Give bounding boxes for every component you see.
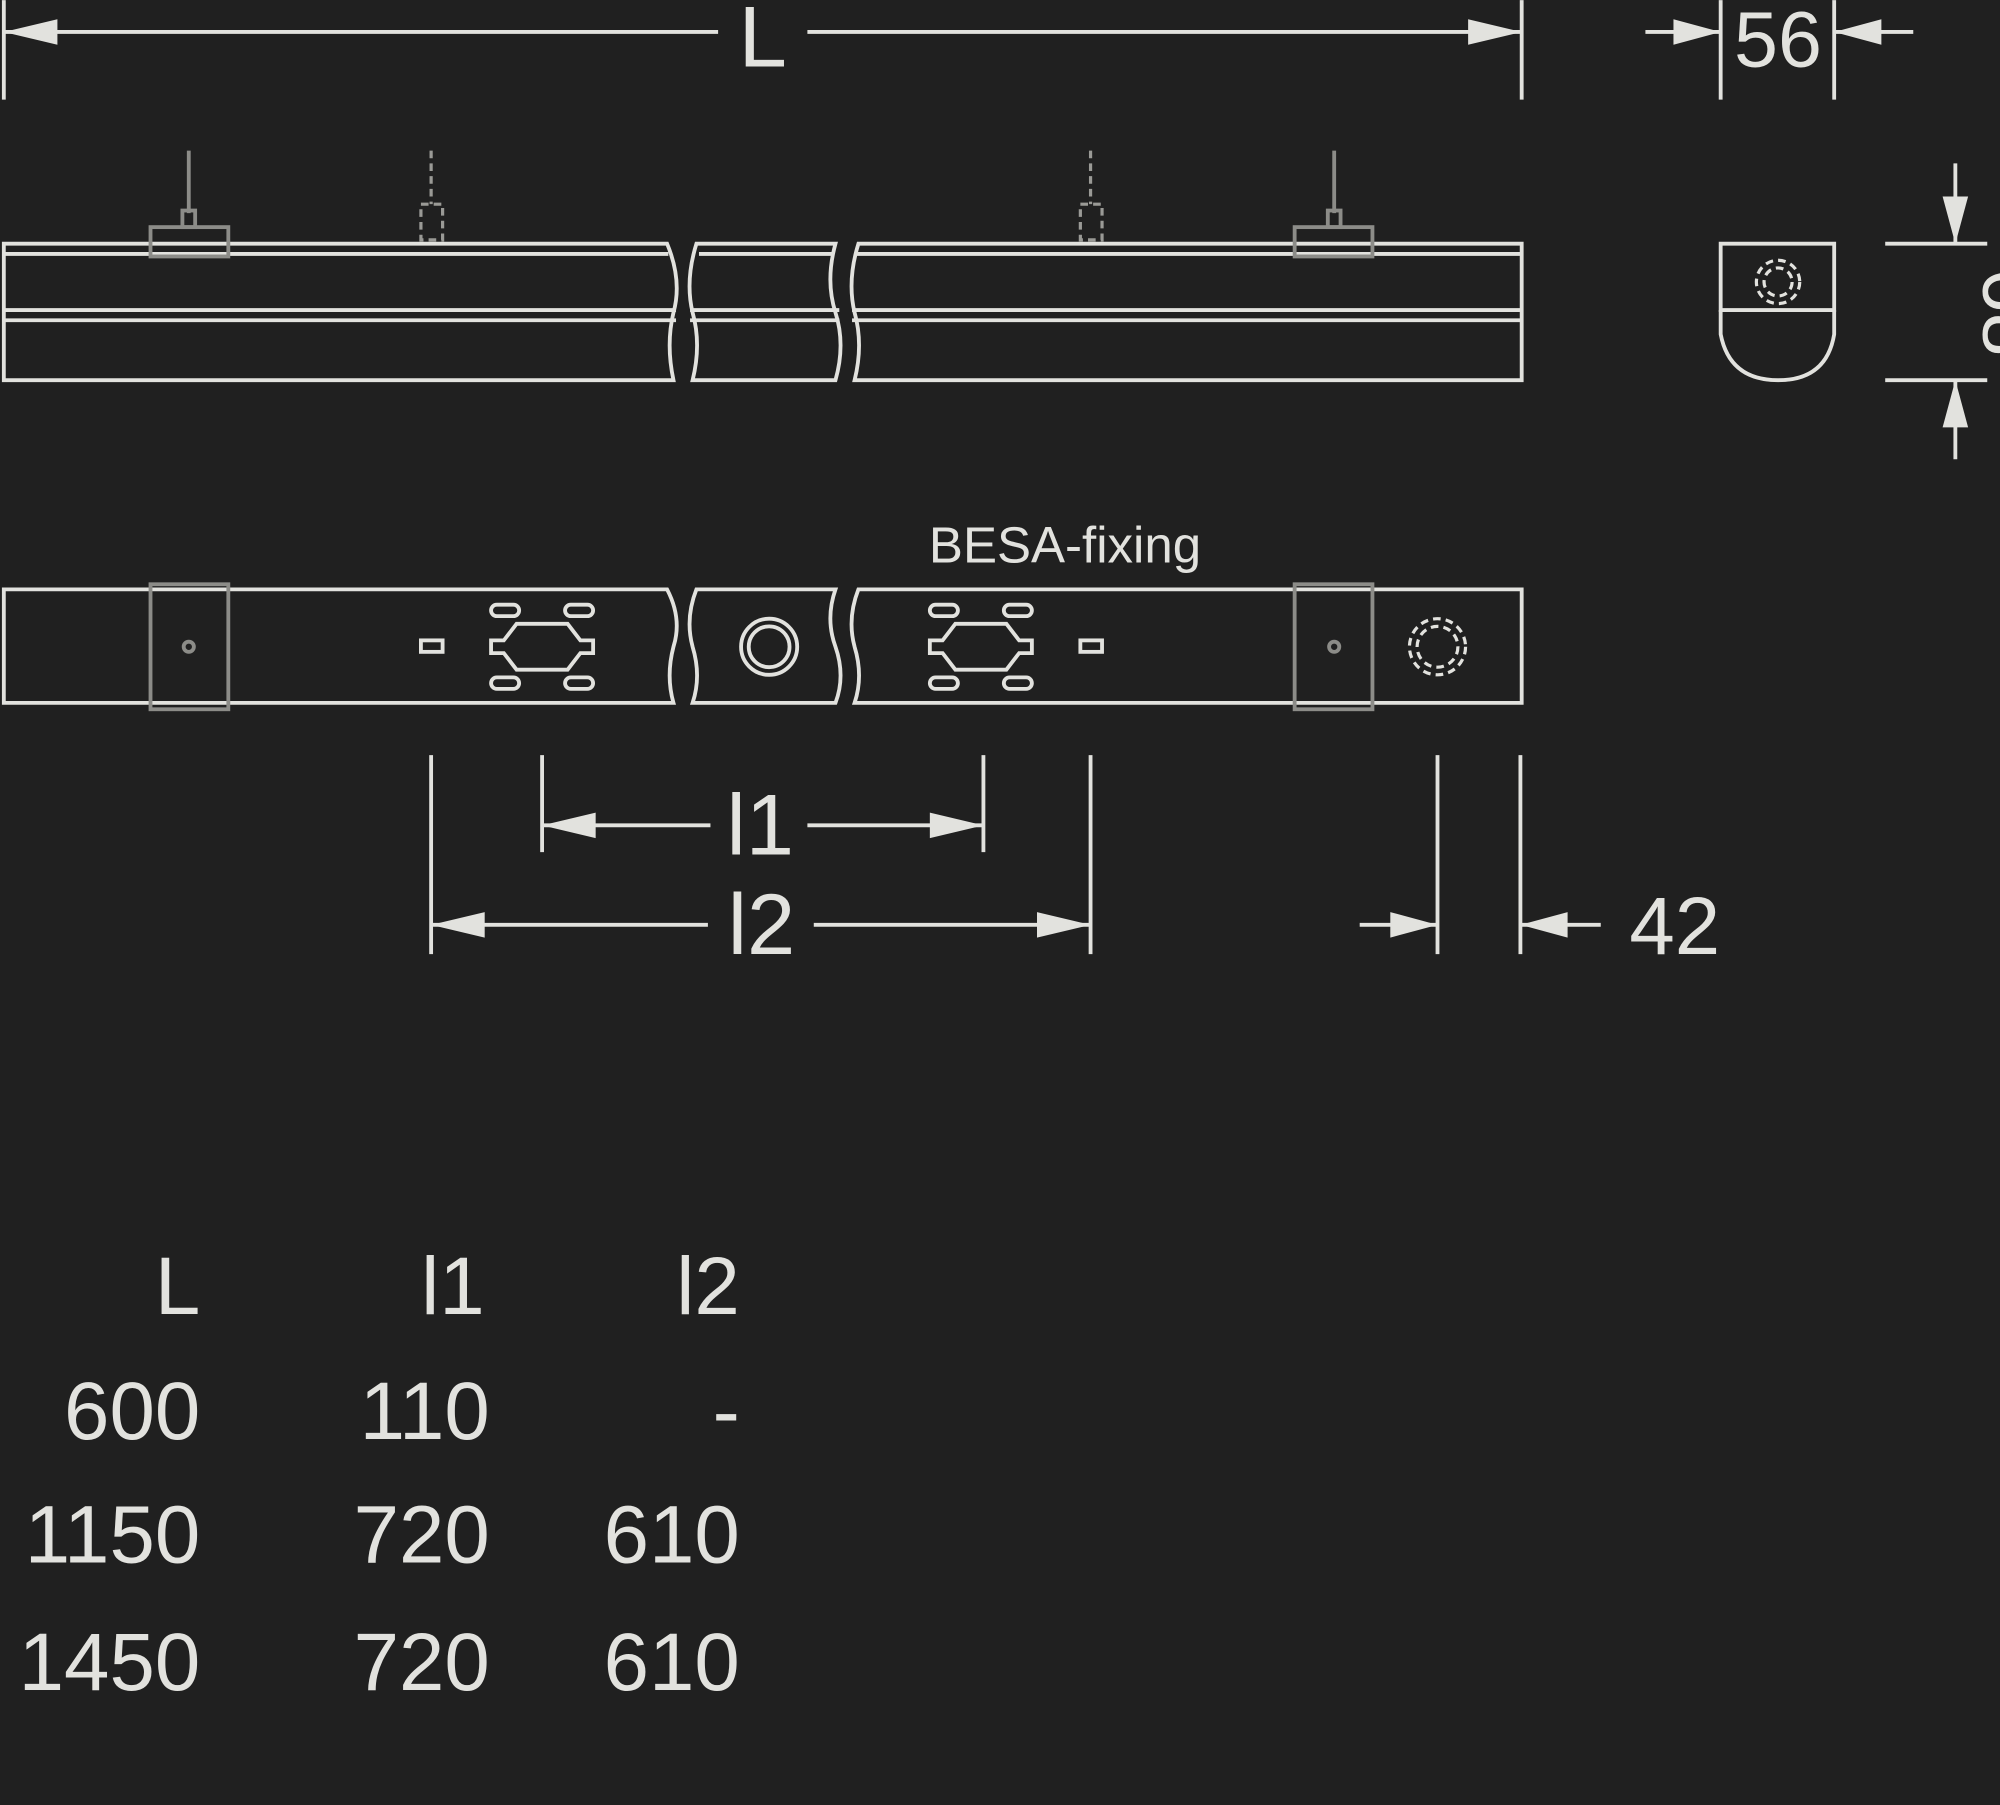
optional-suspension: [1078, 150, 1104, 242]
suspension-wire: [1292, 150, 1375, 259]
table-cell: -: [713, 1366, 740, 1457]
height-dimension: 68: [1885, 163, 2000, 460]
l1-dimension: l1: [540, 755, 986, 874]
dimensions-table: L l1 l2 600 110 - 1150 720 610 1450 720 …: [19, 1241, 740, 1708]
table-header: l1: [421, 1241, 485, 1332]
mounting-bracket: [1292, 582, 1375, 712]
suspension-wire: [148, 150, 231, 259]
optional-suspension: [419, 150, 445, 242]
end-view: [1718, 241, 1837, 383]
besa-fixing-holes: [489, 602, 596, 691]
end-offset-dimension: 42: [1359, 755, 1720, 972]
besa-fixing-holes: [927, 602, 1034, 691]
length-dimension: L: [1, 0, 1524, 100]
width-value: 56: [1734, 0, 1822, 83]
side-view: [1, 150, 1524, 383]
table-cell: 600: [64, 1366, 200, 1457]
bottom-view: [1, 582, 1524, 712]
width-dimension: 56: [1645, 0, 1914, 100]
height-value: 68: [1966, 269, 2000, 357]
table-cell: 610: [604, 1617, 740, 1708]
mounting-bracket: [148, 582, 231, 712]
table-cell: 1150: [25, 1490, 201, 1581]
end-offset-value: 42: [1629, 881, 1720, 972]
table-cell: 720: [354, 1617, 490, 1708]
table-cell: 720: [354, 1490, 490, 1581]
l1-label: l1: [726, 777, 794, 874]
table-header: l2: [676, 1241, 740, 1332]
l2-dimension: l2: [429, 755, 1093, 973]
table-cell: 610: [604, 1490, 740, 1581]
length-label: L: [739, 0, 787, 85]
besa-fixing-label: BESA-fixing: [929, 517, 1201, 574]
l2-label: l2: [728, 876, 796, 973]
table-cell: 110: [360, 1366, 490, 1457]
table-cell: 1450: [19, 1617, 201, 1708]
table-header: L: [155, 1241, 200, 1332]
